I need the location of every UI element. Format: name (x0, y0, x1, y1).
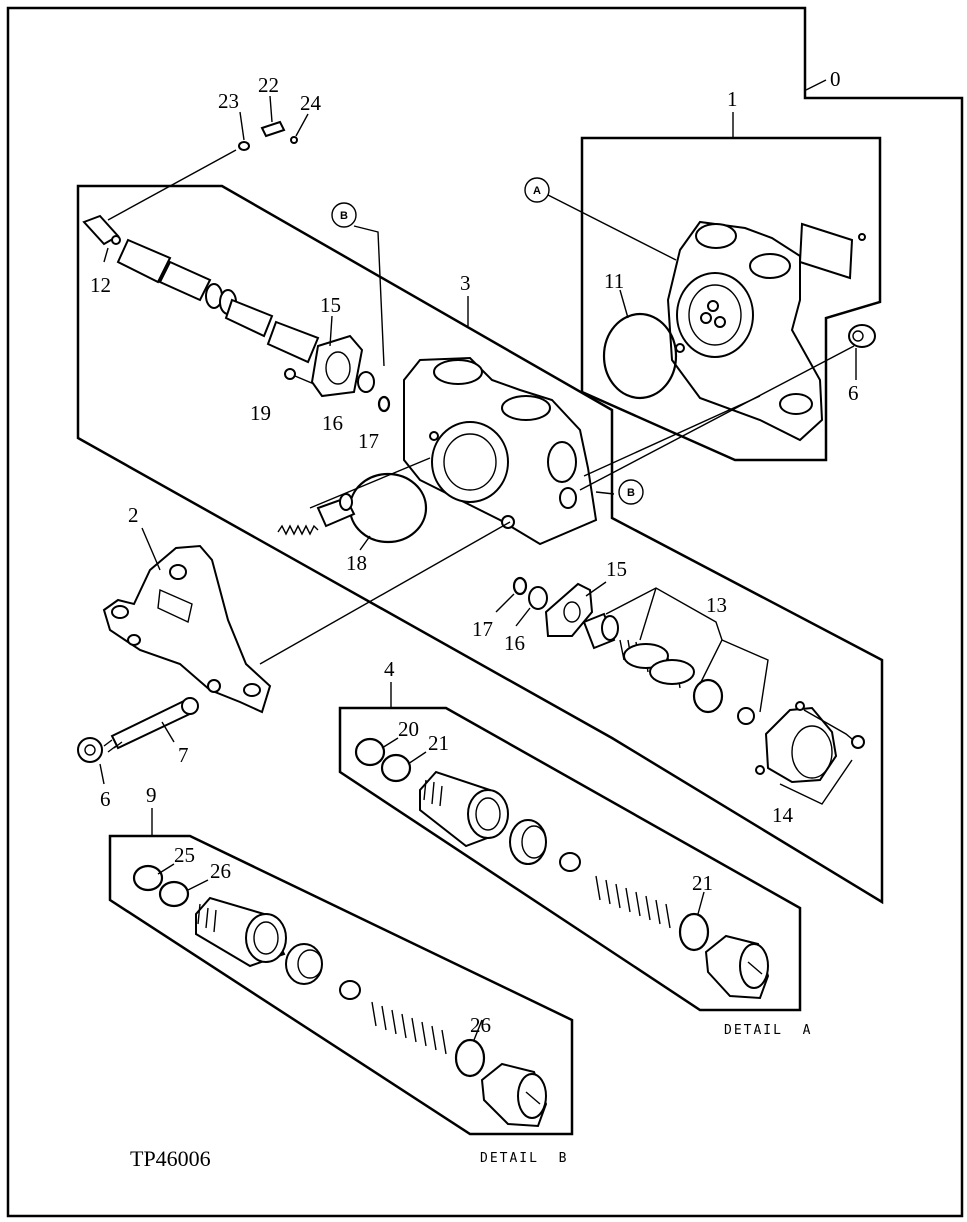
callout-15-upper: 15 (320, 293, 341, 317)
bushing-16-lower (528, 586, 548, 610)
callout-23: 23 (218, 89, 239, 113)
callout-17-upper: 17 (358, 429, 379, 453)
o-ring-11 (602, 312, 678, 400)
callout-11: 11 (604, 269, 624, 293)
circle-marker-b-upper: B (331, 202, 357, 228)
spring-plug-left (277, 493, 356, 536)
detail-a-label: DETAIL A (724, 1023, 812, 1038)
svg-text:B: B (627, 487, 635, 499)
detail-b-label: DETAIL B (480, 1151, 568, 1166)
callout-0: 0 (830, 67, 841, 91)
spring-assembly-13 (582, 612, 755, 725)
bracket-2 (102, 544, 272, 714)
detail-b-parts (132, 864, 548, 1128)
callout-26-lower: 26 (470, 1013, 491, 1037)
stud-7 (103, 697, 199, 753)
detail-a-parts (354, 737, 770, 1000)
callout-14: 14 (772, 803, 794, 827)
callout-6-upper: 6 (848, 381, 859, 405)
callout-13: 13 (706, 593, 727, 617)
callout-17-lower: 17 (472, 617, 493, 641)
callout-3: 3 (460, 271, 471, 295)
group-3-frame (76, 184, 884, 905)
nut-6-lower (77, 737, 103, 763)
circle-marker-b-lower: B (618, 479, 644, 505)
svg-text:A: A (533, 185, 541, 197)
bushing-16-upper (357, 371, 375, 393)
nut-6-upper (848, 324, 876, 348)
spool-12 (82, 214, 320, 364)
callout-7: 7 (178, 743, 189, 767)
callout-6-lower: 6 (100, 787, 111, 811)
figure-id: TP46006 (130, 1146, 211, 1171)
callout-20: 20 (398, 717, 419, 741)
svg-text:B: B (340, 210, 348, 222)
callout-21-lower: 21 (692, 871, 713, 895)
callout-25: 25 (174, 843, 195, 867)
callout-18: 18 (346, 551, 367, 575)
name-plate (798, 222, 866, 280)
callout-21-upper: 21 (428, 731, 449, 755)
cover-15-upper (310, 334, 364, 398)
cover-15-lower (544, 582, 594, 637)
callout-15-lower: 15 (606, 557, 627, 581)
callout-4: 4 (384, 657, 395, 681)
detail-b-frame (108, 834, 574, 1136)
callout-1: 1 (727, 87, 738, 111)
o-ring-18 (348, 472, 428, 544)
circle-marker-a: A (524, 177, 550, 203)
o-ring-17-lower (512, 576, 528, 596)
callout-16-upper: 16 (322, 411, 343, 435)
parts-22-23-24 (238, 120, 298, 151)
callout-22: 22 (258, 73, 279, 97)
callout-2: 2 (128, 503, 139, 527)
callout-26-upper: 26 (210, 859, 231, 883)
callout-24: 24 (300, 91, 322, 115)
solenoid-14 (755, 701, 865, 784)
callout-19: 19 (250, 401, 271, 425)
callout-9: 9 (146, 783, 157, 807)
screw-19 (284, 368, 315, 385)
detail-a-frame (338, 706, 802, 1012)
page-frame (6, 6, 964, 1218)
callout-16-lower: 16 (504, 631, 525, 655)
valve-housing-1 (666, 220, 824, 442)
o-ring-17-upper (377, 395, 391, 413)
callout-12: 12 (90, 273, 111, 297)
group-1-frame (580, 136, 882, 462)
valve-body-3 (403, 356, 598, 546)
